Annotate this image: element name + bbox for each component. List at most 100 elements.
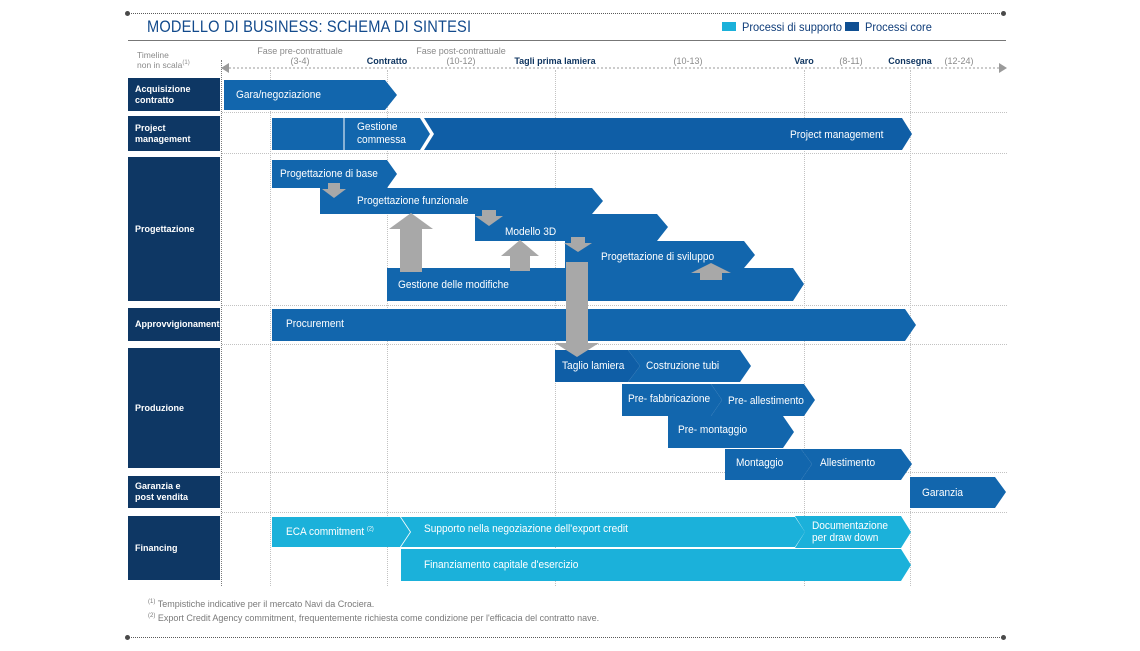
legend-label-support: Processi di supporto <box>742 20 843 34</box>
timeline-label-line2: non in scala <box>137 60 183 70</box>
row-label-text: management <box>135 133 191 144</box>
phase-duration-10-13: (10-13) <box>673 56 703 66</box>
timeline-arrow-left <box>221 63 229 73</box>
gestione-modifiche-bar <box>387 268 804 301</box>
gestione-commessa-line2: commessa <box>357 134 406 146</box>
grid-row-separator <box>222 305 1007 306</box>
documentazione-line2: per draw down <box>812 532 879 544</box>
finanziamento-bar <box>401 549 911 581</box>
grid-row-separator <box>222 344 1007 345</box>
supporto-export-bar <box>401 517 805 547</box>
legend-swatch-core <box>845 22 859 31</box>
row-label-progettazione: Progettazione <box>128 157 220 301</box>
row-label-text: Garanzia e <box>135 481 181 491</box>
legend-swatch-support <box>722 22 736 31</box>
row-label-approvvigionamento: Approvvigionamento <box>128 308 225 341</box>
eca-label: ECA commitment (2) <box>286 526 374 538</box>
title-underline <box>128 40 1006 41</box>
pre-fabbricazione-label: Pre- fabbricazione <box>628 393 711 405</box>
page-title: MODELLO DI BUSINESS: SCHEMA DI SINTESI <box>147 17 472 36</box>
milestone-contract: Contratto <box>366 56 408 66</box>
progettazione-sviluppo-label: Progettazione di sviluppo <box>601 251 715 263</box>
grid-row-separator <box>222 112 1007 113</box>
timeline-label-line1: Timeline <box>137 50 169 60</box>
eca-label-text: ECA commitment <box>286 526 365 538</box>
down-arrow-funzionale-to-3d <box>475 210 503 226</box>
garanzia-label: Garanzia <box>922 487 964 499</box>
project-management-start-bar <box>272 118 344 150</box>
costruzione-tubi-bar <box>628 350 751 382</box>
down-arrow-to-taglio-lamiera <box>555 262 599 357</box>
up-arrow-modifiche-to-sviluppo <box>691 263 731 280</box>
up-arrow-modifiche-to-3d <box>501 240 539 271</box>
gestione-commessa-label: Gestione commessa <box>357 121 406 147</box>
row-label-produzione: Produzione <box>128 348 220 468</box>
grid-axis-start <box>221 60 222 586</box>
row-label-text: Produzione <box>135 402 184 413</box>
modello-3d-bar <box>475 214 668 241</box>
top-border-cap-right <box>1001 11 1006 16</box>
eca-label-note: (2) <box>366 526 374 533</box>
project-management-label: Project management <box>790 129 884 141</box>
row-label-text: Acquisizione <box>135 83 191 94</box>
row-label-text: Progettazione <box>135 223 195 234</box>
row-label-text: Project <box>135 122 166 133</box>
montaggio-label: Montaggio <box>736 457 784 469</box>
finanziamento-label: Finanziamento capitale d'esercizio <box>424 559 579 571</box>
row-label-financing: Financing <box>128 516 220 580</box>
pre-montaggio-label: Pre- montaggio <box>678 424 748 436</box>
down-arrow-3d-to-sviluppo <box>564 237 592 252</box>
phase-post-contract: Fase post-contrattuale (10-12) <box>416 46 506 66</box>
progettazione-funzionale-label: Progettazione funzionale <box>357 195 469 207</box>
garanzia-bar <box>910 477 1006 508</box>
row-label-text: Financing <box>135 542 178 553</box>
timeline-arrow-right <box>999 63 1007 73</box>
phase-pre-contract: Fase pre-contrattuale (3-4) <box>257 46 343 66</box>
timeline-label-note: (1) <box>182 60 190 67</box>
grid-row-separator <box>222 512 1007 513</box>
down-arrow-base-to-funzionale <box>322 183 346 198</box>
documentazione-label: Documentazione per draw down <box>812 520 888 544</box>
top-border-cap-left <box>125 11 130 16</box>
progettazione-funzionale-bar <box>320 188 603 214</box>
supporto-export-label: Supporto nella negoziazione dell'export … <box>424 523 628 535</box>
footnote-2: (2) Export Credit Agency commitment, fre… <box>148 613 599 623</box>
gestione-commessa-line1: Gestione <box>357 121 398 133</box>
milestone-launch: Varo <box>794 56 814 66</box>
footnote-2-mark: (2) <box>148 613 156 619</box>
timeline-label: Timeline non in scala(1) <box>137 50 190 70</box>
phase-duration-12-24: (12-24) <box>944 56 974 66</box>
phase-pre-contract-duration: (3-4) <box>290 56 310 66</box>
footnote-1-text: Tempistiche indicative per il mercato Na… <box>157 599 375 609</box>
pre-allestimento-label: Pre- allestimento <box>728 395 804 407</box>
legend-label-core: Processi core <box>865 20 932 34</box>
progettazione-sviluppo-bar <box>565 241 755 268</box>
phase-duration-8-11: (8-11) <box>839 56 863 66</box>
modello-3d-label: Modello 3D <box>505 226 557 238</box>
footnote-2-text: Export Credit Agency commitment, frequen… <box>157 613 600 623</box>
project-management-bar <box>424 118 912 150</box>
phase-pre-contract-name: Fase pre-contrattuale <box>257 46 343 56</box>
row-label-text: contratto <box>135 94 174 105</box>
up-arrow-modifiche-to-funzionale <box>389 213 433 272</box>
procurement-bar <box>272 309 916 341</box>
footnote-1-mark: (1) <box>148 599 156 605</box>
bottom-border-cap-right <box>1001 635 1006 640</box>
procurement-label: Procurement <box>286 318 344 330</box>
documentazione-line1: Documentazione <box>812 520 888 532</box>
taglio-lamiera-label: Taglio lamiera <box>562 360 625 372</box>
documentazione-bar <box>795 516 911 548</box>
phase-post-contract-duration: (10-12) <box>446 56 476 66</box>
gara-bar <box>224 80 397 110</box>
pre-fabbricazione-bar <box>622 384 722 416</box>
bottom-border-cap-left <box>125 635 130 640</box>
pre-montaggio-bar <box>668 416 794 448</box>
allestimento-label: Allestimento <box>820 457 876 469</box>
taglio-lamiera-bar <box>555 350 640 382</box>
progettazione-base-bar <box>272 160 397 188</box>
